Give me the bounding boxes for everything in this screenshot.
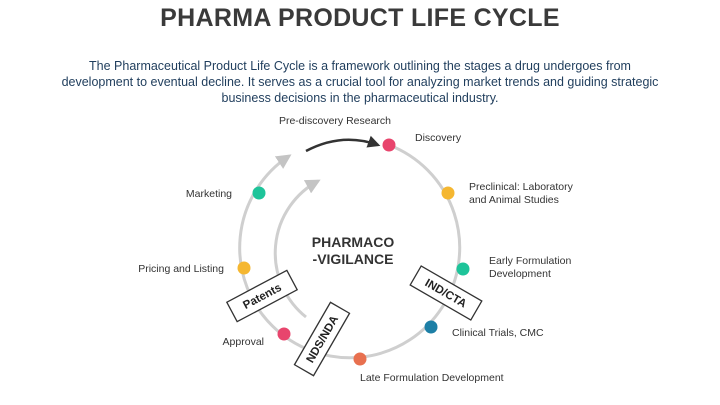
center-label-line2: -VIGILANCE	[313, 251, 394, 267]
stage-label-pricing: Pricing and Listing	[138, 263, 224, 275]
stage-label-preclinical: Preclinical: Laboratory	[469, 181, 574, 193]
center-label-line1: PHARMACO	[312, 234, 395, 250]
stage-dot-early-formulation	[456, 262, 470, 276]
stage-dot-approval	[277, 327, 291, 341]
inner-cycle-ring	[273, 179, 321, 319]
stage-dot-pricing	[237, 261, 251, 275]
stage-label-clinical-trials: Clinical Trials, CMC	[452, 327, 544, 339]
pre-discovery-arrow	[305, 135, 381, 153]
stage-label-discovery: Discovery	[415, 132, 462, 144]
stage-dot-clinical-trials	[424, 320, 438, 334]
stage-label-early-formulation-line2: Development	[489, 268, 551, 280]
stage-label-late-formulation: Late Formulation Development	[360, 372, 504, 384]
page-title: PHARMA PRODUCT LIFE CYCLE	[160, 4, 560, 32]
stage-label-marketing: Marketing	[186, 188, 232, 200]
stage-dot-late-formulation	[353, 352, 367, 366]
stage-label-early-formulation: Early Formulation	[489, 255, 571, 267]
stage-dot-discovery	[382, 138, 396, 152]
page-description: The Pharmaceutical Product Life Cycle is…	[61, 59, 659, 105]
stage-label-preclinical-line2: and Animal Studies	[469, 194, 559, 206]
ind-cta-box: IND/CTA	[409, 265, 483, 321]
pre-discovery-label: Pre-discovery Research	[279, 115, 391, 127]
stage-dot-marketing	[252, 186, 266, 200]
stage-label-approval: Approval	[223, 336, 264, 348]
stage-dot-preclinical	[441, 186, 455, 200]
